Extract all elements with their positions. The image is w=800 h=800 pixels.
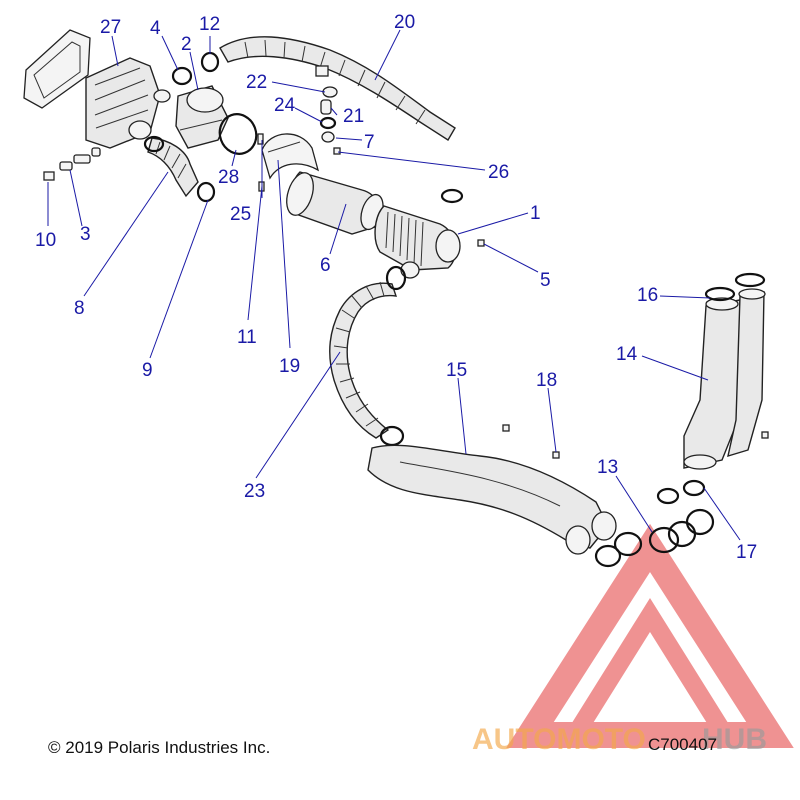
elbow-hose-part-8 xyxy=(143,135,199,198)
airbox-housing-part-27 xyxy=(85,57,171,149)
callout-15: 15 xyxy=(446,360,467,381)
airbox-body-part-1 xyxy=(374,205,461,279)
filter-clamp-band-part-19 xyxy=(261,133,320,180)
bolt-part-11 xyxy=(257,133,265,192)
watermark-brand-left: AUTOMOTO xyxy=(472,723,646,756)
callout-10: 10 xyxy=(35,230,56,251)
clamp-part-9 xyxy=(196,181,216,203)
callout-2: 2 xyxy=(181,34,192,55)
callout-28: 28 xyxy=(218,167,239,188)
callout-27: 27 xyxy=(100,17,121,38)
intake-snorkel-part-20 xyxy=(219,36,456,141)
callout-17: 17 xyxy=(736,542,757,563)
watermark-triangle-outer xyxy=(506,523,794,748)
callout-13: 13 xyxy=(597,457,618,478)
callout-12: 12 xyxy=(199,14,220,35)
clamp-part-15-b xyxy=(594,544,622,568)
clamp-part-12 xyxy=(200,51,220,73)
clamp-part-1-top xyxy=(440,188,464,204)
callout-11: 11 xyxy=(237,327,257,348)
clamp-part-17 xyxy=(656,479,706,505)
callout-19: 19 xyxy=(279,356,300,377)
callout-23: 23 xyxy=(244,481,265,502)
callout-1: 1 xyxy=(530,203,541,224)
clamp-part-15-a xyxy=(613,531,643,557)
callout-9: 9 xyxy=(142,360,153,381)
callout-8: 8 xyxy=(74,298,85,319)
twin-pipe-part-14 xyxy=(683,288,766,470)
fitting-part-7 xyxy=(321,131,335,143)
lower-duct-part-15 xyxy=(367,444,617,555)
air-filter-part-6 xyxy=(286,171,384,235)
callout-labels: 27 4 12 2 20 22 24 21 7 26 1 5 6 28 25 1… xyxy=(35,12,757,563)
callout-25: 25 xyxy=(230,204,251,225)
duct-coupler-part-2 xyxy=(175,85,229,149)
watermark-text: AUTOMOTO HUB xyxy=(472,723,767,756)
callout-22: 22 xyxy=(246,72,267,93)
figure-code: C700407 xyxy=(648,735,717,754)
o-ring-part-28 xyxy=(218,113,258,155)
copyright-notice: © 2019 Polaris Industries Inc. xyxy=(48,738,270,757)
callout-14: 14 xyxy=(616,344,638,365)
corrugated-hose-part-23 xyxy=(329,265,407,447)
callout-26: 26 xyxy=(488,162,509,183)
watermark-logo xyxy=(506,523,794,748)
fitting-part-21 xyxy=(320,99,332,115)
callout-5: 5 xyxy=(540,270,551,291)
bolt-part-10 xyxy=(43,171,55,181)
callout-3: 3 xyxy=(80,224,91,245)
fastener-part-3 xyxy=(59,147,101,171)
airbox-cover-part-27 xyxy=(23,29,91,109)
screws-part-18 xyxy=(502,424,769,459)
callout-18: 18 xyxy=(536,370,557,391)
callout-24: 24 xyxy=(274,95,296,116)
callout-20: 20 xyxy=(394,12,415,33)
fitting-part-24 xyxy=(319,116,337,130)
fitting-part-22 xyxy=(322,86,338,98)
callout-16: 16 xyxy=(637,285,658,306)
leader-lines xyxy=(47,29,741,541)
callout-4: 4 xyxy=(150,18,161,39)
clamp-part-16 xyxy=(704,272,766,302)
callout-6: 6 xyxy=(320,255,331,276)
watermark-brand-right: HUB xyxy=(702,723,767,756)
screw-part-5 xyxy=(477,239,485,247)
watermark-triangle-inner xyxy=(558,598,742,744)
coupler-part-13 xyxy=(648,508,715,554)
callout-21: 21 xyxy=(343,106,364,127)
seal-ring-part-4 xyxy=(171,66,193,86)
callout-7: 7 xyxy=(364,132,375,153)
screw-part-26 xyxy=(333,147,341,155)
